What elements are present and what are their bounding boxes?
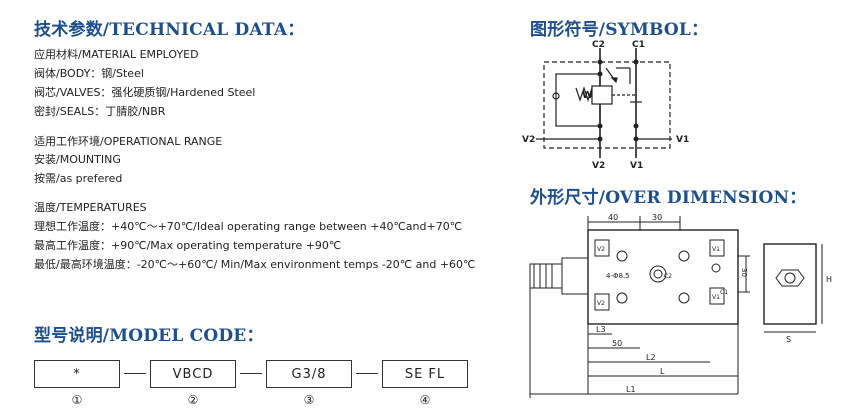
model-code-number-4: ④ [419,393,431,407]
dim-h: H [826,275,832,284]
symbol-valve-outline [543,61,671,149]
dim-30-vertical: 30 [740,268,748,277]
symbol-label-v2-left: V2 [522,135,535,145]
over-dimension-drawing: 40 30 V2 V2 V1 V1 C2 C1 4-Φ8.5 L3 50 L2 … [529,213,832,398]
material-employed-label: 应用材料/MATERIAL EMPLOYED [34,48,199,61]
dim-l3: L3 [596,325,606,334]
dim-40: 40 [608,213,618,222]
model-code-dash-1 [124,373,146,374]
mounting-label: 安装/MOUNTING [34,153,121,166]
model-code-number-2: ② [187,393,199,407]
ideal-temperature-line: 理想工作温度：+40℃～+70℃/Ideal operating range b… [34,220,463,233]
dim-holes: 4-Φ8.5 [606,272,630,280]
over-dimension-heading: 外形尺寸/OVER DIMENSION： [530,188,807,208]
dim-l2: L2 [646,353,656,362]
temperatures-label: 温度/TEMPERATURES [34,201,147,214]
symbol-label-c2: C2 [592,40,605,50]
model-code-dash-2 [240,373,262,374]
model-code-box-4: SE FL [382,360,468,388]
symbol-label-v2-bottom: V2 [592,161,605,170]
operational-range-label: 适用工作环境/OPERATIONAL RANGE [34,135,223,148]
symbol-valve-block [591,85,613,105]
model-code-box-1: * [34,360,120,388]
technical-data-heading: 技术参数/TECHNICAL DATA： [34,20,305,40]
dim-l1: L1 [626,385,636,394]
mounting-value: 按需/as prefered [34,172,123,185]
dim-port-v2-top: V2 [597,246,605,253]
dim-port-c1: C1 [720,289,728,296]
dim-30: 30 [652,213,662,222]
model-code-number-1: ① [71,393,83,407]
dim-port-c2: C2 [664,273,672,280]
model-code-box-3: G3/8 [266,360,352,388]
dim-port-v1-top: V1 [712,246,720,253]
max-temperature-line: 最高工作温度：+90℃/Max operating temperature +9… [34,239,342,252]
model-code-dash-3 [356,373,378,374]
hydraulic-symbol-diagram: C2 C1 V2 V1 V2 V1 W [522,40,689,170]
symbol-label-v1-bottom: V1 [630,161,643,170]
symbol-label-w: W [582,90,593,101]
dim-50: 50 [612,339,622,348]
symbol-label-c1: C1 [632,40,645,50]
side-view-outline [763,243,817,325]
dim-port-v2-bottom: V2 [597,300,605,307]
model-code-heading: 型号说明/MODEL CODE： [34,326,264,346]
dim-s: S [786,335,791,344]
seals-material-line: 密封/SEALS：丁腈胶/NBR [34,105,166,118]
dim-l: L [660,367,665,376]
model-code-number-3: ③ [303,393,315,407]
environment-temperature-line: 最低/最高环境温度：-20℃～+60℃/ Min/Max environment… [34,258,476,271]
body-material-line: 阀体/BODY：钢/Steel [34,67,144,80]
symbol-heading: 图形符号/SYMBOL： [530,20,709,40]
dim-port-v1-bottom: V1 [712,294,720,301]
symbol-label-v1-right: V1 [676,135,689,145]
model-code-box-2: VBCD [150,360,236,388]
valves-material-line: 阀芯/VALVES：强化硬质钢/Hardened Steel [34,86,256,99]
